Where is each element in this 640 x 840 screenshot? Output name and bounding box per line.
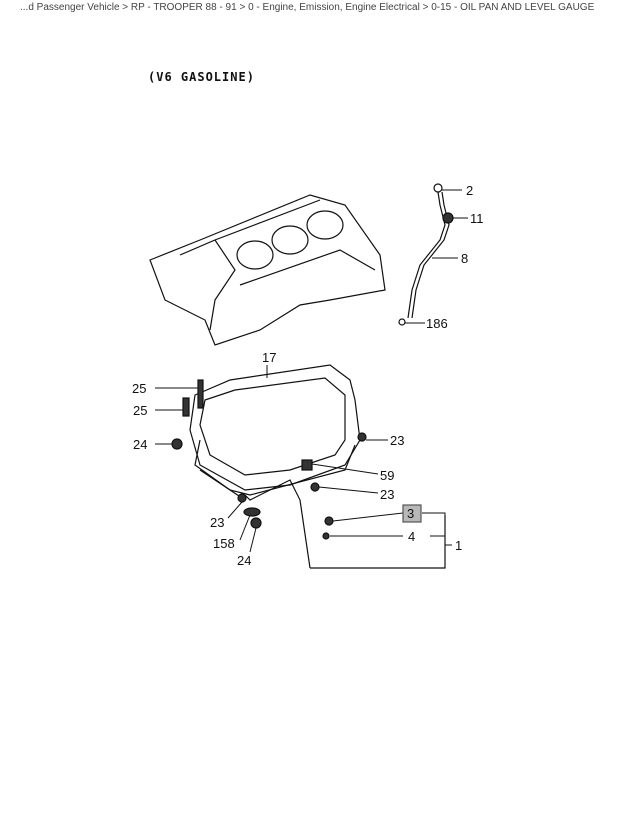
callout-3[interactable]: 3 bbox=[407, 506, 414, 521]
breadcrumb: ...d Passenger Vehicle > RP - TROOPER 88… bbox=[20, 2, 595, 13]
callout-23[interactable]: 23 bbox=[210, 515, 224, 530]
callout-25[interactable]: 25 bbox=[132, 381, 146, 396]
parts bbox=[171, 379, 367, 540]
callout-24[interactable]: 24 bbox=[133, 437, 147, 452]
callout-24[interactable]: 24 bbox=[237, 553, 251, 568]
callout-23[interactable]: 23 bbox=[390, 433, 404, 448]
oil-pan bbox=[189, 364, 446, 569]
callout-2[interactable]: 2 bbox=[466, 183, 473, 198]
callout-186[interactable]: 186 bbox=[426, 316, 448, 331]
diagram-title: (V6 GASOLINE) bbox=[148, 70, 255, 84]
callout-8[interactable]: 8 bbox=[461, 251, 468, 266]
engine-block bbox=[149, 194, 386, 346]
callout-158[interactable]: 158 bbox=[213, 536, 235, 551]
leader-lines bbox=[155, 189, 468, 553]
callout-23[interactable]: 23 bbox=[380, 487, 394, 502]
dipstick-gauge bbox=[398, 183, 454, 326]
callout-59[interactable]: 59 bbox=[380, 468, 394, 483]
callout-17[interactable]: 17 bbox=[262, 350, 276, 365]
highlighted-part-box bbox=[402, 504, 422, 523]
callout-4[interactable]: 4 bbox=[408, 529, 415, 544]
callout-1[interactable]: 1 bbox=[455, 538, 462, 553]
callout-25[interactable]: 25 bbox=[133, 403, 147, 418]
callout-11[interactable]: 11 bbox=[470, 211, 484, 226]
